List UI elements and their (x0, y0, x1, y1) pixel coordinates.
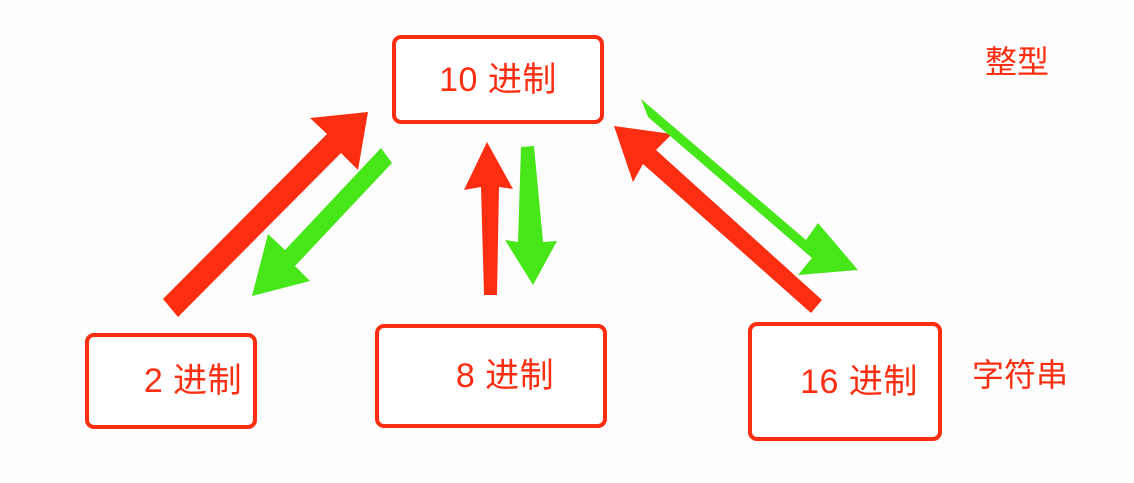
node-box-hexadecimal[interactable]: 16 进制 (748, 322, 942, 441)
edge-dec-to-oct (505, 146, 557, 285)
edge-dec-to-bin (252, 148, 392, 296)
edge-hex-to-dec (614, 126, 822, 313)
edge-oct-to-dec (464, 142, 513, 295)
node-label-binary: 2 进制 (143, 362, 243, 400)
node-label-hexadecimal: 16 进制 (800, 362, 918, 401)
node-box-binary[interactable]: 2 进制 (85, 333, 257, 429)
side-label-string: 字符串 (972, 357, 1069, 393)
edge-dec-to-hex (641, 99, 858, 275)
node-label-decimal: 10 进制 (439, 60, 557, 99)
node-box-octal[interactable]: 8 进制 (375, 324, 607, 428)
node-label-octal: 8 进制 (455, 357, 555, 395)
side-label-integer: 整型 (985, 44, 1050, 80)
edge-bin-to-dec (163, 112, 368, 317)
node-box-decimal[interactable]: 10 进制 (392, 35, 604, 124)
